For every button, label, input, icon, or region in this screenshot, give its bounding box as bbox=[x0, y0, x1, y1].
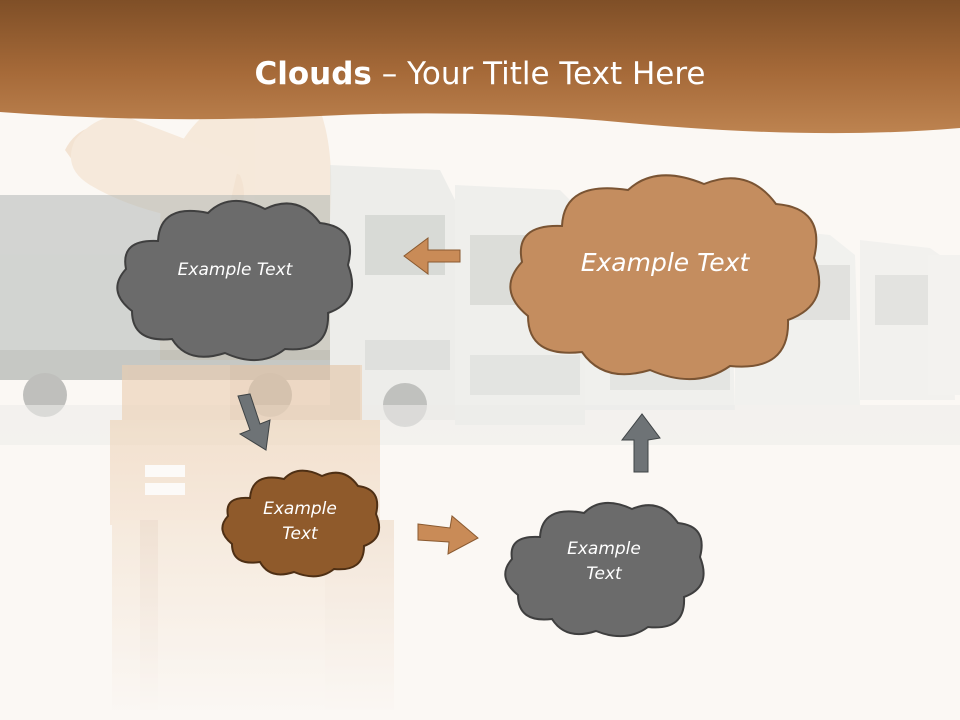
header-band bbox=[0, 0, 960, 134]
cloud-bottom-right[interactable]: Example Text bbox=[500, 497, 708, 639]
cloud-bottom-right-line1: Example bbox=[567, 539, 641, 560]
cloud-top-right-text: Example Text bbox=[580, 247, 750, 277]
arrow-right-icon bbox=[417, 515, 479, 555]
arrow-up-icon bbox=[620, 413, 661, 473]
title-bold: Clouds bbox=[254, 56, 372, 92]
cloud-middle-left-line2: Text bbox=[282, 524, 318, 544]
title-rest: Your Title Text Here bbox=[407, 56, 706, 92]
cloud-top-left-text: Example Text bbox=[177, 259, 293, 280]
cloud-middle-left[interactable]: Example Text bbox=[218, 466, 382, 578]
cloud-top-right[interactable]: Example Text bbox=[500, 166, 830, 384]
title-separator: – bbox=[381, 56, 398, 92]
cloud-shape-icon bbox=[221, 469, 380, 578]
slide-title: Clouds – Your Title Text Here bbox=[0, 56, 960, 92]
arrow-down-icon bbox=[237, 393, 271, 451]
cloud-middle-left-line1: Example bbox=[263, 499, 337, 520]
arrow-left-icon bbox=[403, 237, 461, 275]
cloud-top-left[interactable]: Example Text bbox=[110, 193, 360, 363]
cloud-bottom-right-line2: Text bbox=[586, 564, 622, 584]
cloud-shape-icon bbox=[509, 174, 821, 380]
cloud-shape-icon bbox=[504, 502, 705, 638]
cloud-shape-icon bbox=[116, 199, 353, 362]
